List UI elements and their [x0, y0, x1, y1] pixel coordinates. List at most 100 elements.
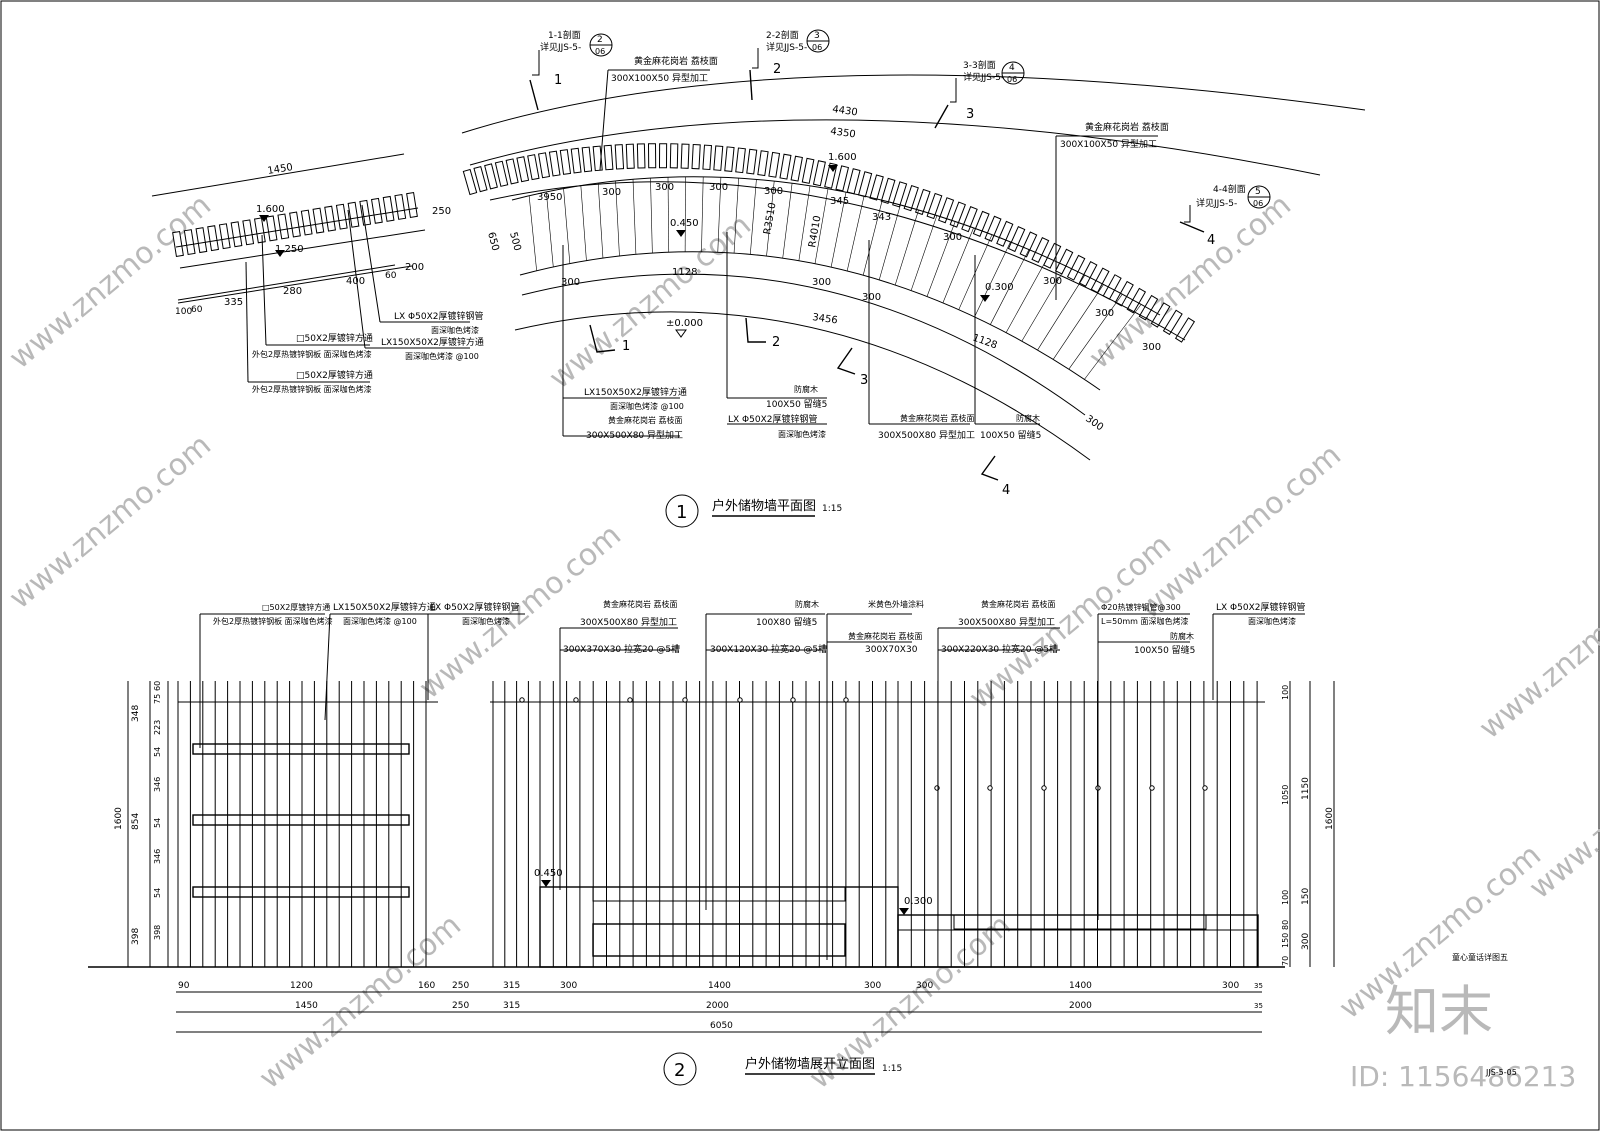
svg-text:150: 150	[1301, 888, 1311, 905]
plan-post	[372, 198, 383, 223]
svg-text:315: 315	[503, 981, 520, 991]
plan-post	[395, 195, 406, 220]
plan-title-number: 1	[676, 502, 687, 523]
svg-text:300: 300	[560, 981, 577, 991]
svg-text:5: 5	[1255, 187, 1261, 197]
level-marker: 0.300	[899, 896, 933, 915]
watermark-logo: 知末	[1385, 980, 1493, 1043]
svg-text:LX Φ50X2厚镀锌钢管: LX Φ50X2厚镀锌钢管	[394, 310, 483, 322]
pipe-dot	[1203, 786, 1207, 790]
watermark-id: ID: 1156486213	[1350, 1060, 1576, 1093]
dim-text: 300	[1095, 308, 1114, 319]
svg-text:1: 1	[554, 73, 562, 88]
plan-post	[528, 155, 539, 180]
level-marker: 1.250	[275, 244, 304, 257]
plan-post	[648, 144, 655, 168]
plan-post	[714, 146, 723, 170]
svg-text:348: 348	[131, 705, 141, 722]
svg-text:2000: 2000	[706, 1001, 729, 1011]
svg-text:6050: 6050	[710, 1021, 733, 1031]
plan-post	[1020, 232, 1036, 257]
plan-post	[325, 206, 336, 231]
svg-text:4-4剖面: 4-4剖面	[1213, 183, 1246, 195]
plan-post	[780, 154, 791, 179]
watermark-site: www.znzmo.com	[1133, 438, 1348, 627]
svg-text:面深咖色烤漆 @100: 面深咖色烤漆 @100	[343, 616, 417, 626]
svg-text:2: 2	[597, 35, 603, 45]
svg-text:LX150X50X2厚镀锌方通: LX150X50X2厚镀锌方通	[584, 386, 687, 398]
svg-text:外包2厚热镀锌钢板 面深咖色烤漆: 外包2厚热镀锌钢板 面深咖色烤漆	[252, 384, 372, 394]
svg-text:防腐木: 防腐木	[794, 384, 818, 394]
plan-post	[1091, 268, 1109, 292]
plan-post	[560, 150, 570, 175]
svg-text:160: 160	[418, 981, 435, 991]
plan-post	[659, 144, 666, 168]
elev-note: LX Φ50X2厚镀锌钢管 面深咖色烤漆	[1213, 601, 1305, 700]
dim-text: 280	[283, 286, 302, 297]
plan-post	[791, 156, 802, 181]
dim-text: 300	[1142, 342, 1161, 353]
plan-post	[725, 147, 734, 172]
svg-text:54: 54	[153, 818, 162, 828]
plan-post	[847, 169, 860, 194]
svg-text:250: 250	[452, 1001, 469, 1011]
dim-text: 335	[224, 297, 243, 308]
svg-text:1200: 1200	[290, 981, 313, 991]
svg-text:854: 854	[131, 813, 141, 830]
svg-text:±0.000: ±0.000	[666, 318, 703, 329]
side-note: 童心童话详图五	[1452, 952, 1508, 962]
plan-post	[1115, 282, 1133, 306]
dim-text: 100	[175, 307, 192, 317]
svg-text:1600: 1600	[1325, 807, 1335, 830]
svg-text:90: 90	[178, 981, 190, 991]
dim-text: 300	[1083, 413, 1105, 433]
dim-text: 300	[561, 277, 580, 288]
plan-post	[219, 224, 230, 249]
plan-post	[266, 216, 277, 241]
plan-seat-joint	[581, 186, 587, 261]
elevation-title: 户外储物墙展开立面图	[745, 1056, 875, 1072]
svg-text:250: 250	[452, 981, 469, 991]
svg-text:2-2剖面: 2-2剖面	[766, 29, 799, 41]
svg-text:1.250: 1.250	[275, 244, 304, 255]
svg-text:面深咖色烤漆: 面深咖色烤漆	[1248, 616, 1296, 626]
dim-text: 400	[346, 276, 365, 287]
svg-text:LX150X50X2厚镀锌方通: LX150X50X2厚镀锌方通	[381, 336, 484, 348]
svg-text:防腐木: 防腐木	[1016, 413, 1040, 423]
dim-text: 300	[1043, 276, 1062, 287]
svg-text:3: 3	[814, 31, 820, 41]
level-marker: 0.450	[670, 218, 699, 237]
svg-text:54: 54	[153, 747, 162, 757]
svg-text:黄金麻花岗岩 荔枝面: 黄金麻花岗岩 荔枝面	[981, 599, 1056, 609]
svg-text:黄金麻花岗岩 荔枝面: 黄金麻花岗岩 荔枝面	[900, 413, 975, 423]
svg-text:1.600: 1.600	[828, 152, 857, 163]
elevation-dims-right: 100 1050 100 80 150 70 1150 150 300 1600	[1281, 681, 1335, 967]
elevation-dims-left: 348 854 398 1600 60 75 223 54 346 54 346…	[114, 681, 168, 967]
svg-text:1400: 1400	[1069, 981, 1092, 991]
dim-text: 3950	[537, 192, 562, 203]
plan-title-scale: 1:15	[822, 504, 842, 514]
plan-post	[1044, 243, 1061, 268]
svg-text:黄金麻花岗岩 荔枝面: 黄金麻花岗岩 荔枝面	[603, 599, 678, 609]
svg-text:米黄色外墙涂料: 米黄色外墙涂料	[868, 599, 924, 609]
svg-text:300: 300	[864, 981, 881, 991]
plan-post	[681, 144, 689, 168]
plan-post	[231, 222, 242, 247]
cut-mark-4: 4	[982, 456, 1010, 498]
svg-text:0.300: 0.300	[904, 896, 933, 907]
cut-mark-2: 2	[746, 318, 780, 350]
svg-text:54: 54	[153, 888, 162, 898]
plan-post	[336, 204, 347, 229]
dim-text: 300	[862, 292, 881, 303]
plan-post	[802, 158, 814, 183]
svg-text:346: 346	[153, 777, 162, 792]
pipe-dot	[1042, 786, 1046, 790]
svg-text:www.znzmo.com: www.znzmo.com	[1133, 438, 1348, 627]
svg-text:3: 3	[966, 107, 974, 122]
svg-text:□50X2厚镀锌方通: □50X2厚镀锌方通	[296, 369, 373, 381]
plan-post	[506, 159, 518, 184]
dim-text: 1450	[267, 162, 294, 177]
svg-text:4: 4	[1009, 63, 1015, 73]
svg-text:□50X2厚镀锌方通: □50X2厚镀锌方通	[262, 602, 330, 612]
